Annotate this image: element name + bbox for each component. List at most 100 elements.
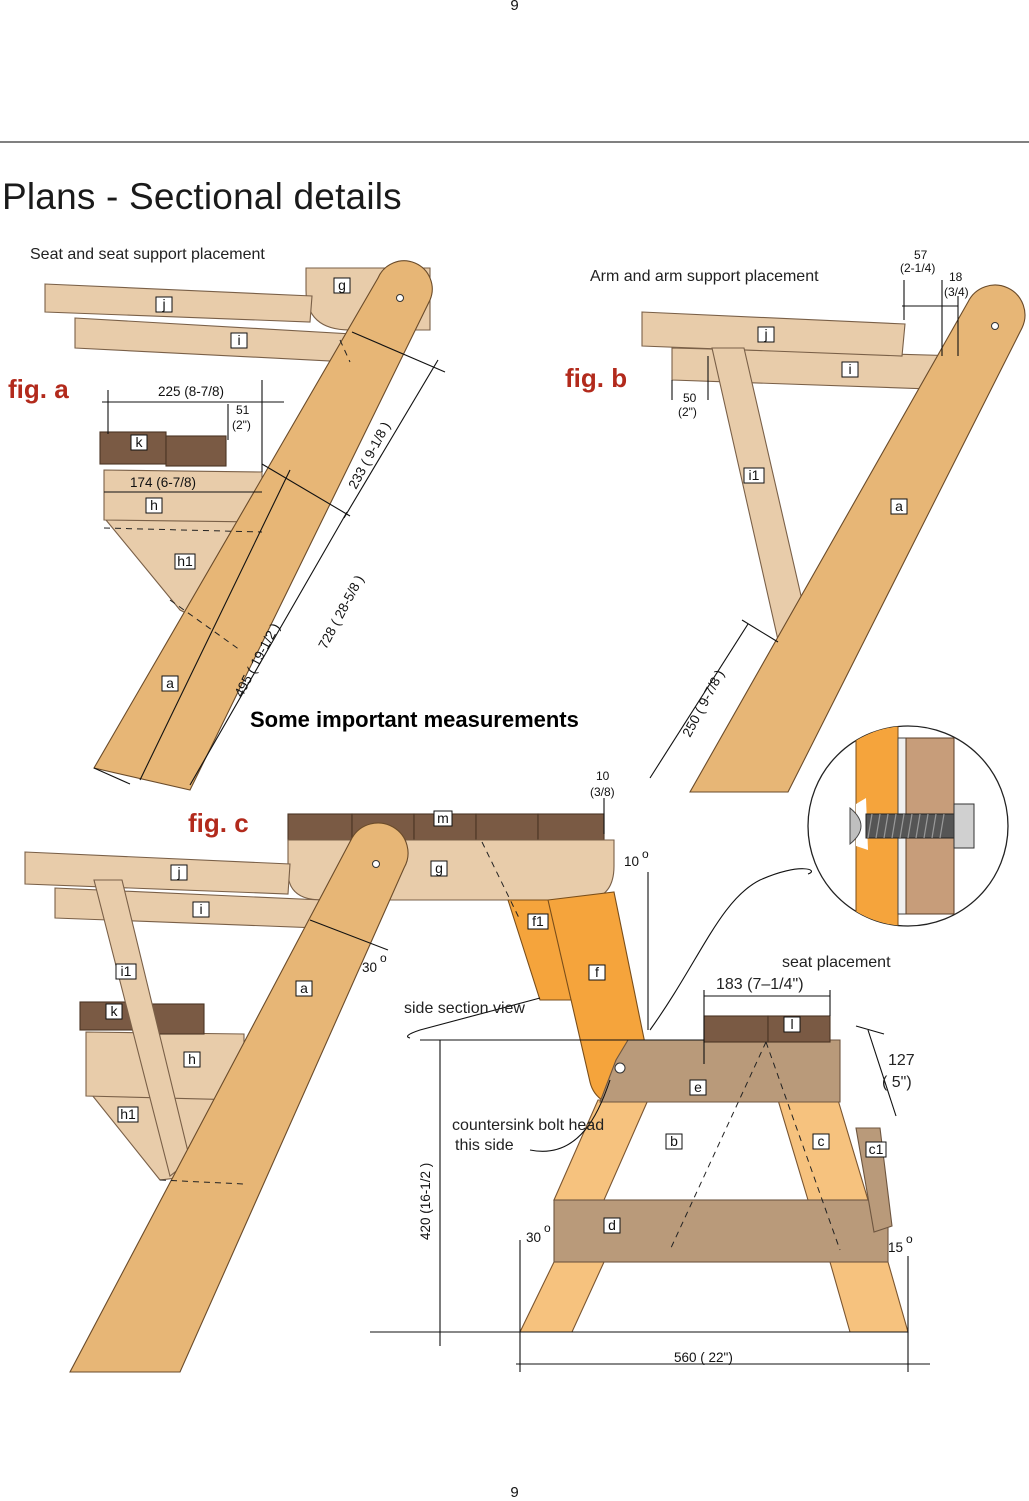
dim-line-127 [867,1029,897,1117]
dim-57-in-text: (2-1/4) [900,261,935,275]
dim-560-text: 560 ( 22") [674,1350,733,1365]
part-i1-support [711,347,803,642]
label-h1: h1 [177,553,193,569]
label-i: i [237,332,240,348]
part-j-board [24,851,291,895]
label-g: g [435,860,443,876]
label-c: c [818,1133,825,1149]
part-b-leg-upper [553,1099,649,1201]
dim-ext [93,767,131,785]
label-a: a [166,675,174,691]
label-h1: h1 [120,1106,136,1122]
page-number-bottom: 9 [510,1484,519,1501]
page-number-top: 9 [510,0,519,14]
part-a-leg [689,284,1026,793]
label-a: a [300,980,308,996]
dim-ext [351,331,446,373]
header-divider [0,141,1029,143]
label-f: f [595,964,599,980]
label-j: j [763,326,767,342]
dim-10-text: 10 [596,769,610,783]
degree-mark: o [380,951,387,965]
label-j: j [176,864,180,880]
part-k-board-2 [165,435,227,467]
dim-51-text: 51 [236,403,250,417]
pivot-hole [396,294,404,302]
fig-b: Arm and arm support placement fig. b 57 … [565,248,1026,793]
label-k: k [136,434,144,450]
hidden-line [339,339,351,363]
label-i1: i1 [749,467,760,483]
dim-127-text: 127 [888,1052,915,1069]
label-d: d [608,1217,616,1233]
label-g: g [338,277,346,293]
hidden-line [169,599,241,651]
bolt-hole-front [614,1062,626,1074]
label-b: b [670,1133,678,1149]
dim-18-text: 18 [949,270,963,284]
degree-mark: o [906,1232,913,1246]
detail-leader [649,868,812,1031]
pivot-hole [991,322,999,330]
part-j-board [44,283,313,323]
bolt-detail-callout [807,725,1009,927]
hidden-line [481,841,521,921]
fig-a-caption: Seat and seat support placement [30,246,265,263]
label-k: k [111,1003,119,1019]
degree-mark: o [642,847,649,861]
fig-b-part-labels: j i i1 a [743,326,908,515]
label-j: j [161,296,165,312]
fig-a-part-labels: j i g k h h1 a [130,277,351,692]
dim-728-text: 728 ( 28-5/8 ) [315,573,366,652]
part-m-board [287,813,353,841]
angle-30-bottom-text: 30 [526,1230,541,1245]
part-m-board [537,813,605,841]
label-h: h [188,1051,196,1067]
label-a: a [895,498,903,514]
dim-10-in-text: (3/8) [590,785,615,799]
hidden-line [669,1041,767,1251]
part-i-board [74,317,353,363]
angle-arc-30 [309,919,389,951]
leader-line [407,997,541,1039]
fig-a-label: fig. a [8,374,69,404]
fig-b-label: fig. b [565,363,627,393]
dim-ext [261,463,351,517]
fig-c-label: fig. c [188,808,249,838]
label-f1: f1 [532,913,544,929]
dim-174-text: 174 (6-7/8) [130,475,196,490]
dim-50-in-text: (2") [678,405,697,419]
fig-b-caption: Arm and arm support placement [590,268,819,285]
hidden-line [159,1179,245,1185]
side-section-view-text: side section view [404,1000,525,1017]
dim-250-text: 250 ( 9-7/8 ) [679,667,727,739]
angle-15-text: 15 [888,1240,903,1255]
dim-ext [855,1025,885,1035]
angle-10-text: 10 [624,854,639,869]
part-e-board [599,1039,841,1103]
countersink-text-1: countersink bolt head [452,1117,604,1134]
dim-127-in-text: ( 5") [882,1074,912,1091]
angle-30-top-text: 30 [362,960,377,975]
label-i: i [848,361,851,377]
hidden-line [103,527,263,533]
countersink-leader [529,1079,611,1152]
dim-57-text: 57 [914,248,928,262]
dim-50-text: 50 [683,391,697,405]
dim-ext [741,619,779,643]
label-c1: c1 [869,1141,884,1157]
page-title: Plans - Sectional details [2,176,402,217]
dim-420-text: 420 (16-1/2 ) [418,1163,433,1240]
label-l: l [790,1016,793,1032]
pivot-hole [372,860,380,868]
fig-c-part-labels: m j g i f1 f i1 a k h h1 l e b c c1 d [105,810,887,1234]
dim-line-728 [189,511,348,786]
countersink-text-2: this side [455,1137,514,1154]
label-e: e [694,1079,702,1095]
dim-line-250 [649,623,749,779]
label-i: i [199,901,202,917]
fig-c: fig. c [24,769,930,1373]
seat-placement-text: seat placement [782,954,891,971]
part-l-board-1 [703,1015,769,1043]
